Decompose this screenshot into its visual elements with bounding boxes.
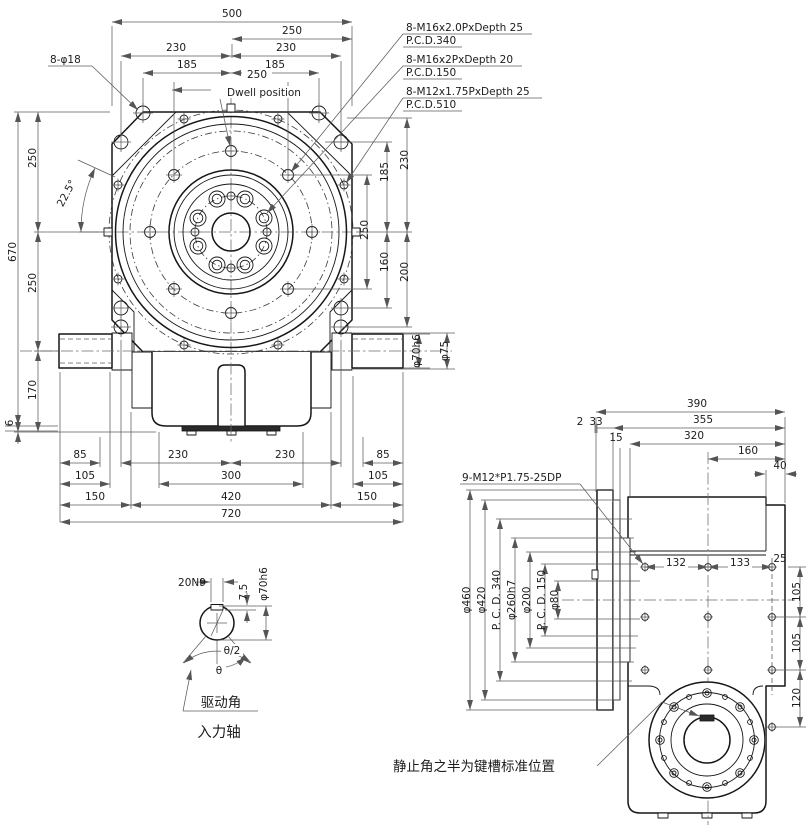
front-dimensions-right: 230 185 250 160 200 φ70h6 φ75 (293, 117, 455, 370)
dim-bottom-300: 300 (221, 470, 241, 482)
dim-front-width-500: 500 (222, 8, 242, 20)
side-input-flange (648, 681, 766, 799)
dim-front-230-right: 230 (276, 42, 296, 54)
dim-front-right-185: 185 (379, 162, 391, 182)
side-annotations: 9-M12*P1.75-25DP 静止角之半为键槽标准位置 (393, 472, 700, 775)
side-face-holes (639, 558, 778, 733)
dim-bottom-230-right: 230 (275, 449, 295, 461)
dim-bottom-85-right: 85 (376, 449, 389, 461)
label-input-shaft: 入力轴 (197, 724, 241, 741)
dim-shoulder-dia-75: φ75 (439, 341, 451, 361)
dim-side-320: 320 (684, 430, 704, 442)
dim-side-phi420: φ420 (476, 587, 488, 614)
dim-side-phi200: φ200 (521, 587, 533, 614)
dim-front-250-lower: 250 (27, 273, 39, 293)
dim-front-6: 6 (4, 419, 16, 426)
dim-side-105-b: 105 (791, 633, 803, 653)
dim-bottom-150-right: 150 (357, 491, 377, 503)
dim-bottom-150-left: 150 (85, 491, 105, 503)
label-corner-holes: 8-φ18 (50, 54, 81, 66)
dim-side-133: 133 (730, 557, 750, 569)
dim-side-25: 25 (773, 553, 786, 565)
callout-2-thread: 8-M16x2PxDepth 20 (406, 54, 513, 66)
front-dimensions-top: 500 250 230 230 185 185 250 Dwell positi… (48, 8, 353, 167)
dim-bottom-420: 420 (221, 491, 241, 503)
input-shaft-detail: 20N9 7.5 φ70h6 θ/2 θ 驱动角 入力轴 (178, 567, 272, 741)
dim-side-355: 355 (693, 414, 713, 426)
dim-side-15: 15 (609, 432, 622, 444)
dim-front-height-670: 670 (7, 242, 19, 262)
dim-front-250-upper: 250 (27, 148, 39, 168)
dim-front-right-230: 230 (399, 150, 411, 170)
dim-front-right-250: 250 (359, 220, 371, 240)
label-half-angle: θ/2 (224, 645, 241, 657)
dim-side-132: 132 (666, 557, 686, 569)
front-view: 500 250 230 230 185 185 250 Dwell positi… (4, 8, 455, 525)
dim-side-pcd340: P. C. D. 340 (491, 570, 503, 630)
dim-side-2: 2 (577, 416, 584, 428)
note-keyway-position: 静止角之半为键槽标准位置 (393, 759, 555, 775)
dim-side-33: 33 (589, 416, 602, 428)
dim-bottom-85-left: 85 (73, 449, 86, 461)
dim-front-250-center: 250 (247, 69, 267, 81)
dim-bottom-105-left: 105 (75, 470, 95, 482)
dim-bottom-720: 720 (221, 508, 241, 520)
label-full-angle: θ (216, 665, 222, 677)
callout-2-pcd: P.C.D.150 (406, 67, 456, 79)
label-drive-angle: 驱动角 (201, 695, 242, 711)
front-dimensions-bottom: 85 230 230 85 105 300 105 150 420 150 72… (59, 340, 404, 525)
dim-front-170: 170 (27, 380, 39, 400)
dim-side-phi260h7: φ260h7 (506, 580, 518, 620)
dim-shaft-detail-dia: φ70h6 (258, 567, 270, 601)
dim-front-250-right: 250 (282, 25, 302, 37)
dim-side-105-a: 105 (791, 582, 803, 602)
dim-side-160: 160 (738, 445, 758, 457)
dim-front-right-160: 160 (379, 252, 391, 272)
side-dimensions-face: 132 133 25 105 105 120 (645, 553, 806, 728)
dim-side-phi460: φ460 (461, 587, 473, 614)
callout-side-tapped-holes: 9-M12*P1.75-25DP (462, 472, 561, 484)
dim-side-40: 40 (773, 460, 786, 472)
thread-callouts: 8-M16x2.0PxDepth 25 P.C.D.340 8-M16x2PxD… (266, 22, 542, 214)
callout-1-thread: 8-M16x2.0PxDepth 25 (406, 22, 523, 34)
dim-front-185-left: 185 (177, 59, 197, 71)
dim-front-230-left: 230 (166, 42, 186, 54)
dim-keyway-20N9: 20N9 (178, 577, 206, 589)
dim-side-pcd150: P. C. D. 150 (536, 570, 548, 630)
dim-key-depth-7-5: 7.5 (238, 584, 250, 601)
dim-front-right-200: 200 (399, 262, 411, 282)
callout-1-pcd: P.C.D.340 (406, 35, 456, 47)
dim-side-390: 390 (687, 398, 707, 410)
dim-shaft-dia-70h6: φ70h6 (411, 334, 423, 368)
side-dimensions-left: φ460 φ420 P. C. D. 340 φ260h7 φ200 P. C.… (461, 489, 640, 711)
callout-3-pcd: P.C.D.510 (406, 99, 456, 111)
side-view: 390 355 320 160 40 2 33 15 132 133 25 10… (393, 398, 806, 825)
dim-bottom-105-right: 105 (368, 470, 388, 482)
dim-bottom-230-left: 230 (168, 449, 188, 461)
dim-side-phi80: φ80 (549, 590, 561, 610)
label-dwell-position: Dwell position (227, 87, 301, 99)
dim-side-120: 120 (791, 688, 803, 708)
side-dimensions-top: 390 355 320 160 40 2 33 15 (577, 398, 797, 520)
callout-3-thread: 8-M12x1.75PxDepth 25 (406, 86, 530, 98)
